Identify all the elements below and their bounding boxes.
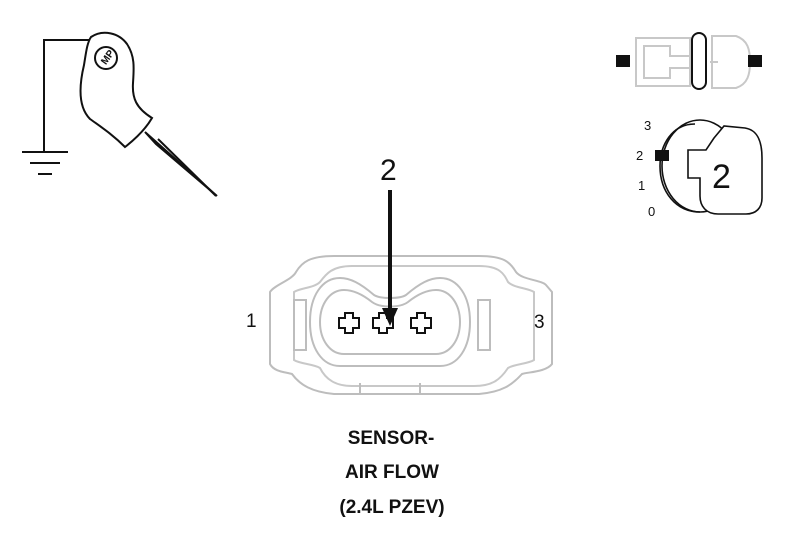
key-position-0: 0 (648, 204, 656, 219)
caption-line-3: (2.4L PZEV) (339, 497, 445, 518)
caption-line-1: SENSOR- (347, 428, 435, 449)
key-fob-dark (616, 55, 762, 67)
pin-1-label: 1 (246, 311, 257, 332)
pin-2-label: 2 (380, 154, 397, 187)
connector-cavity (308, 276, 472, 367)
key-position-2: 2 (636, 148, 644, 163)
pin-2-arrow (382, 190, 398, 326)
key-current-position: 2 (712, 158, 731, 196)
key-ring-slot (691, 32, 707, 90)
key-position-1: 1 (638, 178, 646, 193)
ignition-cylinder-icon (655, 119, 763, 215)
test-probe-icon (79, 31, 218, 197)
terminal-1 (338, 312, 360, 334)
pin-3-label: 3 (534, 312, 545, 333)
connector-housing (269, 255, 553, 395)
key-fob-icon (635, 35, 752, 89)
ground-symbol (22, 39, 94, 175)
caption-line-2: AIR FLOW (345, 462, 439, 483)
terminal-3 (410, 312, 432, 334)
key-position-3: 3 (644, 118, 652, 133)
